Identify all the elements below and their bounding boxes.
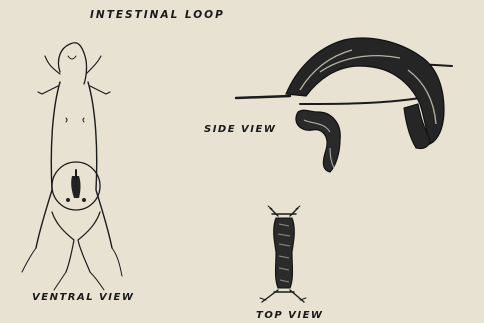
right-forelimb bbox=[90, 86, 110, 94]
left-hindlimb bbox=[52, 212, 74, 272]
side-view-label: SIDE VIEW bbox=[204, 124, 276, 135]
left-string bbox=[236, 96, 290, 98]
figure-title: INTESTINAL LOOP bbox=[90, 9, 225, 21]
right-ear bbox=[86, 56, 101, 74]
top-view-label: TOP VIEW bbox=[256, 310, 323, 321]
ventral-view-drawing bbox=[22, 43, 122, 290]
top-loop-segment bbox=[274, 218, 295, 288]
snout-mark bbox=[68, 56, 76, 59]
lower-string bbox=[300, 98, 420, 104]
left-ear bbox=[45, 56, 60, 74]
side-view-drawing bbox=[236, 38, 452, 172]
body-left-outline bbox=[36, 82, 60, 248]
ventral-view-label: VENTRAL VIEW bbox=[32, 292, 134, 303]
head-outline bbox=[58, 43, 86, 84]
top-view-drawing bbox=[260, 206, 306, 302]
side-loop-hanging bbox=[296, 110, 340, 172]
left-forelimb bbox=[38, 86, 58, 94]
ventral-loop bbox=[71, 176, 80, 198]
ventral-marks bbox=[66, 118, 84, 122]
bottom-ties bbox=[262, 290, 304, 302]
limb-extensions bbox=[22, 248, 122, 290]
right-hindlimb bbox=[78, 212, 100, 272]
top-ties bbox=[270, 208, 298, 216]
body-right-outline bbox=[88, 82, 112, 248]
